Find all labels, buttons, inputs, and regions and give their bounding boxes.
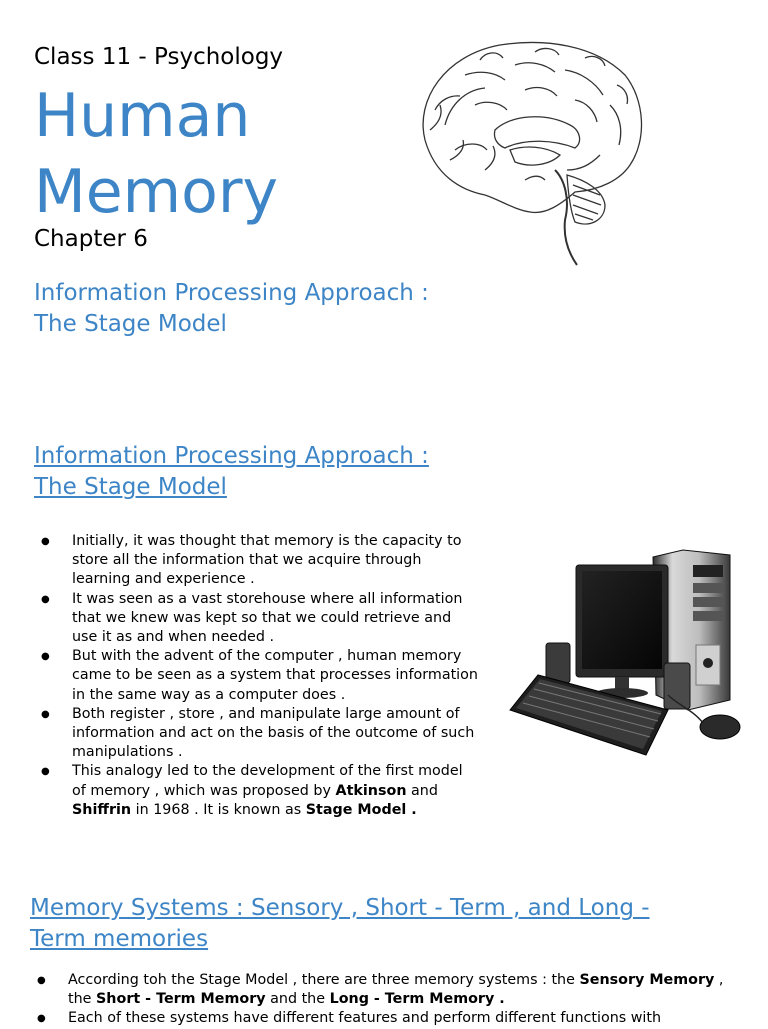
class-label: Class 11 - Psychology — [34, 44, 284, 70]
list-item-text: in 1968 . It is known as — [131, 801, 306, 818]
page-title: Human Memory — [34, 78, 278, 230]
list-item: This analogy led to the development of t… — [34, 762, 479, 820]
bold-long-term-memory: Long - Term Memory . — [329, 991, 505, 1008]
section-heading-stage-model: Information Processing Approach : The St… — [34, 278, 494, 340]
memory-systems-link[interactable]: Memory Systems : Sensory , Short - Term … — [30, 893, 730, 955]
desktop-computer-photo — [509, 549, 741, 756]
bold-short-term-memory: Short - Term Memory — [96, 991, 266, 1008]
bold-stage-model: Stage Model . — [305, 801, 417, 818]
stage-model-link[interactable]: Information Processing Approach : The St… — [34, 441, 494, 503]
memory-systems-bullet-list: According toh the Stage Model , there ar… — [30, 971, 730, 1029]
list-item: Each of these systems have different fea… — [30, 1009, 730, 1028]
section-heading-line-1: Information Processing Approach : — [34, 280, 429, 306]
list-item-text: and the — [265, 991, 330, 1008]
memory-systems-link-line-2[interactable]: Term memories — [30, 926, 209, 952]
chapter-label: Chapter 6 — [34, 226, 148, 252]
list-item: But with the advent of the computer , hu… — [34, 647, 479, 705]
title-line-1: Human — [34, 81, 251, 151]
bold-sensory-memory: Sensory Memory — [579, 972, 715, 988]
list-item-text: According toh the Stage Model , there ar… — [68, 972, 580, 988]
stage-model-link-line-2[interactable]: The Stage Model — [34, 474, 227, 500]
section-heading-line-2: The Stage Model — [34, 311, 227, 337]
stage-model-link-line-1[interactable]: Information Processing Approach : — [34, 443, 429, 469]
memory-systems-link-line-1[interactable]: Memory Systems : Sensory , Short - Term … — [30, 895, 650, 921]
stage-model-bullet-list: Initially, it was thought that memory is… — [34, 532, 479, 820]
bold-atkinson: Atkinson — [335, 782, 407, 799]
list-item-text: This analogy led to the development of t… — [72, 763, 463, 799]
list-item: Initially, it was thought that memory is… — [34, 532, 479, 590]
list-item: Both register , store , and manipulate l… — [34, 705, 479, 763]
brain-illustration — [422, 41, 643, 266]
list-item: It was seen as a vast storehouse where a… — [34, 590, 479, 648]
list-item: According toh the Stage Model , there ar… — [30, 971, 730, 1009]
list-item-text: , the — [68, 972, 724, 1008]
title-line-2: Memory — [34, 157, 279, 227]
bold-shiffrin: Shiffrin — [72, 801, 132, 818]
list-item-text: and — [406, 782, 438, 799]
